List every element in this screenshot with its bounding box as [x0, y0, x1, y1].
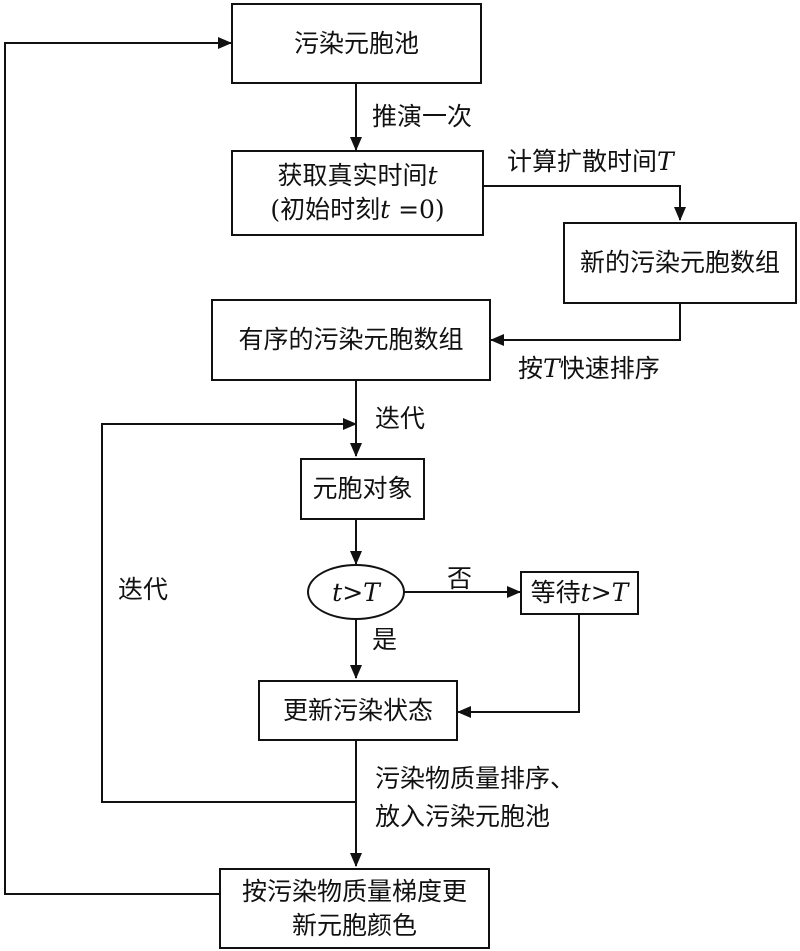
wait-op: >: [590, 578, 612, 607]
init-time-suffix: =0): [390, 195, 445, 224]
condition-t: t: [332, 577, 343, 607]
get-real-time-line1: 获取真实时间t: [277, 159, 437, 193]
update-color-line2: 新元胞颜色: [291, 910, 417, 940]
calc-diffusion-label: 计算扩散时间T: [507, 146, 674, 178]
condition-op: >: [342, 577, 364, 607]
init-time-var: t: [380, 195, 391, 224]
quick-sort-var: T: [543, 354, 560, 383]
cell-object-box: 元胞对象: [300, 458, 425, 520]
sorted-cell-array-label: 有序的污染元胞数组: [238, 325, 464, 354]
get-real-time-var: t: [427, 161, 438, 190]
sort-into-pool-line2: 放入污染元胞池: [375, 802, 551, 831]
update-state-label: 更新污染状态: [282, 695, 433, 725]
arrow-outer-loop: [4, 37, 232, 895]
sort-into-pool-label: 污染物质量排序、 放入污染元胞池: [375, 760, 575, 836]
arrow-gettime-to-newarray: [484, 185, 686, 221]
cell-object-label: 元胞对象: [312, 474, 413, 503]
calc-diffusion-var: T: [657, 147, 674, 176]
new-cell-array-label: 新的污染元胞数组: [579, 248, 780, 277]
wait-t: t: [580, 578, 591, 607]
calc-diffusion-text: 计算扩散时间: [507, 147, 658, 176]
iterate-inner-label: 迭代: [375, 404, 426, 433]
update-color-box: 按污染物质量梯度更 新元胞颜色: [219, 868, 490, 949]
condition-ellipse: t >T: [307, 564, 405, 620]
sort-into-pool-line1: 污染物质量排序、: [375, 764, 576, 793]
arrow-wait-to-update: [457, 614, 580, 718]
no-label: 否: [447, 564, 473, 593]
quick-sort-suffix: 快速排序: [559, 354, 660, 383]
quick-sort-prefix: 按: [518, 354, 544, 383]
iterate-outer-label: 迭代: [118, 575, 169, 604]
pollution-cell-pool-label: 污染元胞池: [293, 28, 419, 58]
quick-sort-label: 按T快速排序: [518, 353, 660, 385]
arrow-newarray-to-sorted: [490, 304, 681, 346]
yes-label: 是: [372, 625, 398, 654]
new-cell-array-box: 新的污染元胞数组: [563, 222, 797, 304]
arrow-inner-iterate-loop: [101, 418, 357, 803]
wait-prefix: 等待: [530, 578, 581, 607]
get-real-time-line2: (初始时刻t =0): [270, 193, 444, 227]
deduce-once-label: 推演一次: [372, 102, 473, 131]
get-real-time-label: 获取真实时间: [277, 161, 428, 190]
condition-T: T: [363, 577, 380, 607]
pollution-cell-pool-box: 污染元胞池: [231, 3, 482, 84]
update-state-box: 更新污染状态: [258, 680, 458, 741]
wait-T: T: [611, 578, 629, 607]
sorted-cell-array-box: 有序的污染元胞数组: [211, 299, 491, 381]
update-color-line1: 按污染物质量梯度更: [241, 876, 467, 906]
get-real-time-box: 获取真实时间t (初始时刻t =0): [231, 150, 484, 236]
init-time-prefix: (初始时刻: [270, 195, 381, 224]
